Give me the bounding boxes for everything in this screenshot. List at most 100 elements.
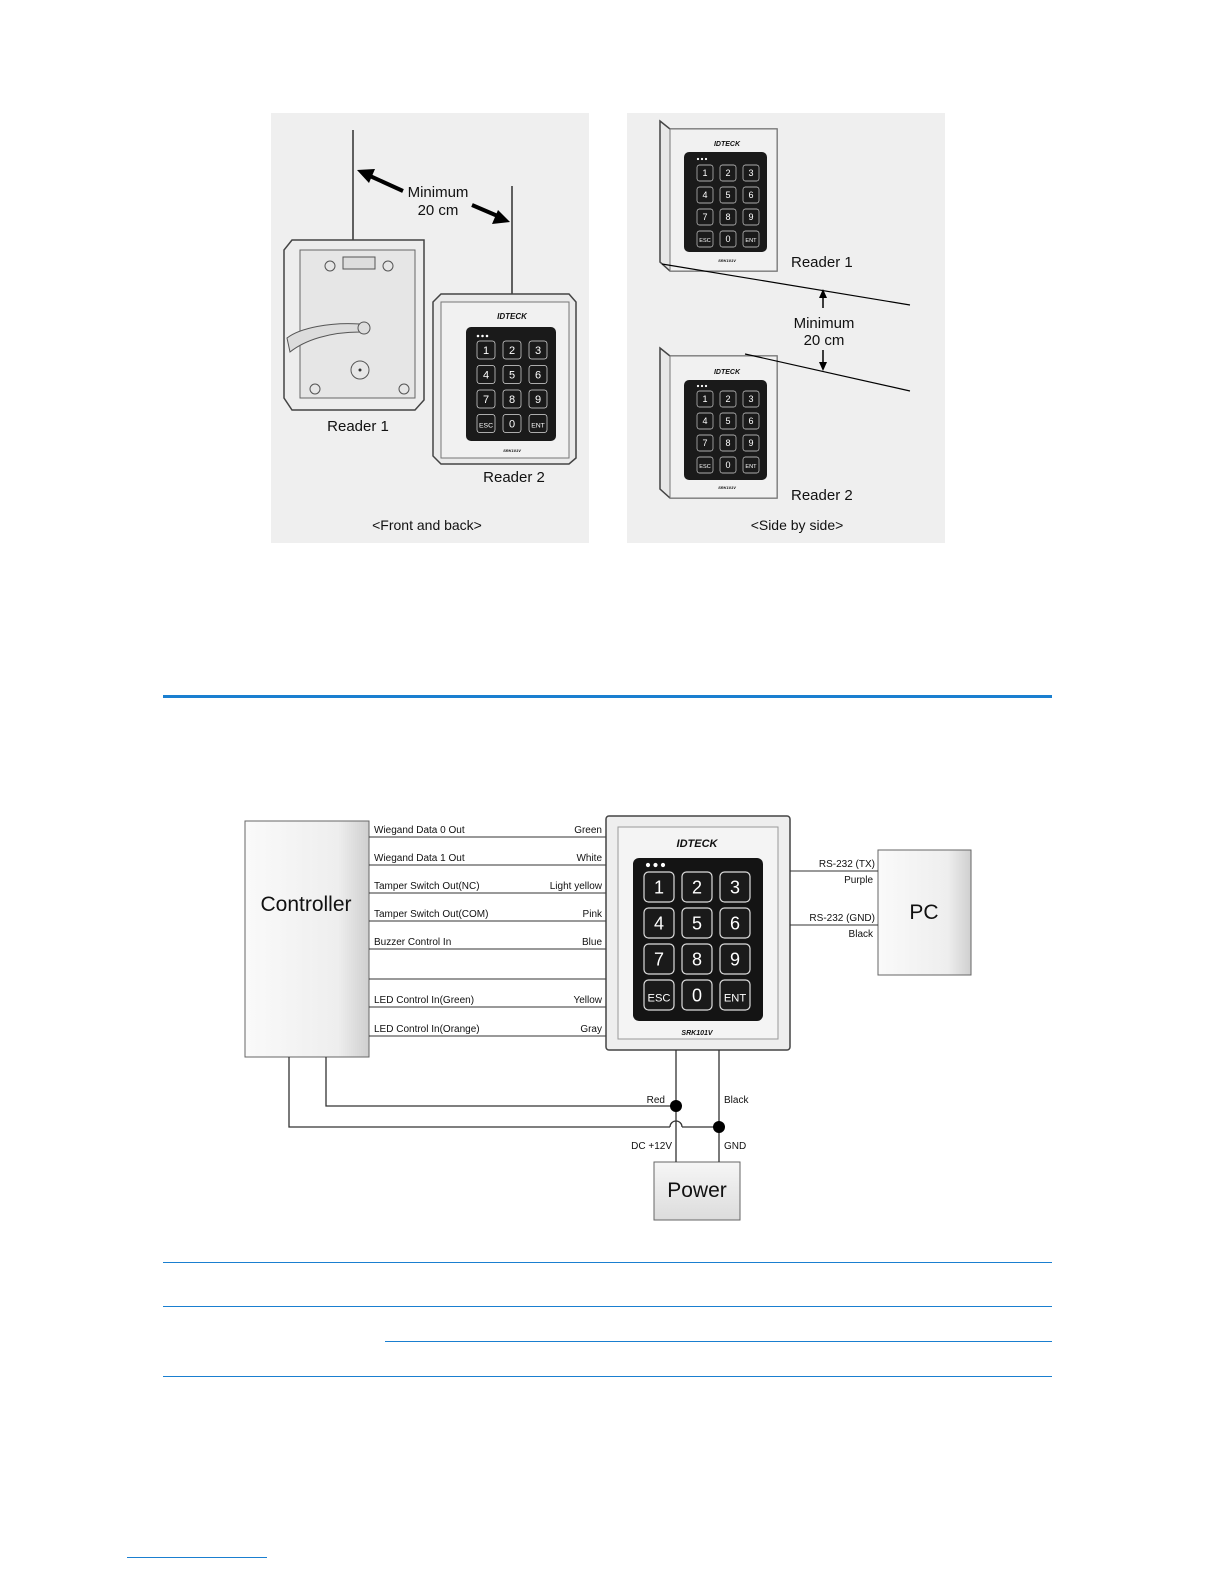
key-label: 1 <box>654 877 664 897</box>
wire-color: White <box>576 853 602 864</box>
signal-name: Buzzer Control In <box>374 937 451 948</box>
key-9[interactable]: 9 <box>742 434 760 452</box>
reader1-level-line <box>661 263 911 306</box>
signal-row: Wiegand Data 1 Out White <box>369 853 606 866</box>
side-distance: 20 cm <box>804 332 845 349</box>
pc-link-color: Purple <box>844 875 873 886</box>
key-9[interactable]: 9 <box>528 389 548 409</box>
signal-name: Tamper Switch Out(NC) <box>374 881 480 892</box>
key-5[interactable]: 5 <box>681 907 713 939</box>
svg-text:SRK101V: SRK101V <box>718 485 736 490</box>
key-ent[interactable]: ENT <box>719 979 751 1011</box>
key-label: 9 <box>748 438 753 448</box>
table-rule-1 <box>163 1262 1052 1263</box>
key-label: ENT <box>724 992 746 1004</box>
key-0[interactable]: 0 <box>681 979 713 1011</box>
red-junction <box>670 1100 682 1112</box>
black-wire-label: Black <box>724 1095 749 1106</box>
key-7[interactable]: 7 <box>696 434 714 452</box>
wire-color: Light yellow <box>550 881 603 892</box>
key-label: 0 <box>509 418 515 430</box>
wire-color: Gray <box>580 1024 602 1035</box>
key-5[interactable]: 5 <box>719 186 737 204</box>
key-6[interactable]: 6 <box>742 412 760 430</box>
key-4[interactable]: 4 <box>696 412 714 430</box>
key-4[interactable]: 4 <box>643 907 675 939</box>
key-5[interactable]: 5 <box>502 365 522 384</box>
key-0[interactable]: 0 <box>719 456 737 474</box>
pc-label: PC <box>909 901 938 924</box>
key-1[interactable]: 1 <box>476 340 496 360</box>
signal-row: Tamper Switch Out(NC) Light yellow <box>369 881 606 894</box>
key-label: 5 <box>725 416 730 426</box>
key-label: 9 <box>535 394 541 406</box>
pc-link-name: RS-232 (GND) <box>809 913 875 924</box>
pc-box <box>877 849 972 976</box>
key-label: 0 <box>725 234 730 244</box>
key-8[interactable]: 8 <box>719 208 737 226</box>
key-label: 6 <box>748 190 753 200</box>
key-2[interactable]: 2 <box>719 164 737 182</box>
key-esc[interactable]: ESC <box>643 979 675 1011</box>
key-7[interactable]: 7 <box>696 208 714 226</box>
key-esc[interactable]: ESC <box>476 414 496 433</box>
wire-color: Blue <box>582 937 602 948</box>
front-back-distance: 20 cm <box>418 202 459 219</box>
key-label: 6 <box>730 913 740 933</box>
signal-name: LED Control In(Orange) <box>374 1024 480 1035</box>
front-back-caption: <Front and back> <box>372 517 482 533</box>
key-8[interactable]: 8 <box>719 434 737 452</box>
signal-row: Buzzer Control In Blue <box>369 937 606 950</box>
key-5[interactable]: 5 <box>719 412 737 430</box>
key-0[interactable]: 0 <box>719 230 737 248</box>
key-3[interactable]: 3 <box>742 164 760 182</box>
key-9[interactable]: 9 <box>742 208 760 226</box>
key-8[interactable]: 8 <box>681 943 713 975</box>
signal-name: Wiegand Data 1 Out <box>374 853 465 864</box>
key-8[interactable]: 8 <box>502 389 522 409</box>
key-label: 6 <box>535 369 541 381</box>
table-rule-3 <box>385 1341 1052 1342</box>
key-3[interactable]: 3 <box>742 390 760 408</box>
arrow-left-icon <box>357 169 404 193</box>
pc-link-name: RS-232 (TX) <box>819 859 875 870</box>
key-2[interactable]: 2 <box>719 390 737 408</box>
svg-text:SRK101V: SRK101V <box>718 258 736 263</box>
key-ent[interactable]: ENT <box>742 456 760 474</box>
key-label: ESC <box>479 422 493 429</box>
side-reader1-label: Reader 1 <box>791 254 853 271</box>
key-1[interactable]: 1 <box>696 390 714 408</box>
key-label: 6 <box>748 416 753 426</box>
signal-name: LED Control In(Green) <box>374 995 474 1006</box>
key-4[interactable]: 4 <box>696 186 714 204</box>
key-3[interactable]: 3 <box>528 340 548 360</box>
key-label: 4 <box>702 416 707 426</box>
side-reader2-label: Reader 2 <box>791 487 853 504</box>
key-ent[interactable]: ENT <box>528 414 548 433</box>
key-7[interactable]: 7 <box>643 943 675 975</box>
key-9[interactable]: 9 <box>719 943 751 975</box>
key-3[interactable]: 3 <box>719 871 751 903</box>
key-6[interactable]: 6 <box>528 365 548 384</box>
key-2[interactable]: 2 <box>502 340 522 360</box>
key-7[interactable]: 7 <box>476 389 496 409</box>
signal-row: LED Control In(Green)Yellow <box>369 995 606 1008</box>
key-label: ESC <box>699 238 710 244</box>
key-ent[interactable]: ENT <box>742 230 760 248</box>
key-label: 1 <box>702 394 707 404</box>
key-1[interactable]: 1 <box>643 871 675 903</box>
key-label: 7 <box>483 394 489 406</box>
key-1[interactable]: 1 <box>696 164 714 182</box>
key-0[interactable]: 0 <box>502 414 522 433</box>
key-6[interactable]: 6 <box>742 186 760 204</box>
key-label: 3 <box>748 394 753 404</box>
key-esc[interactable]: ESC <box>696 456 714 474</box>
key-label: 2 <box>725 168 730 178</box>
front-back-reader2-label: Reader 2 <box>483 469 545 486</box>
key-esc[interactable]: ESC <box>696 230 714 248</box>
key-6[interactable]: 6 <box>719 907 751 939</box>
svg-text:SRK101V: SRK101V <box>681 1030 713 1037</box>
wire-color: Pink <box>583 909 603 920</box>
key-4[interactable]: 4 <box>476 365 496 384</box>
key-2[interactable]: 2 <box>681 871 713 903</box>
